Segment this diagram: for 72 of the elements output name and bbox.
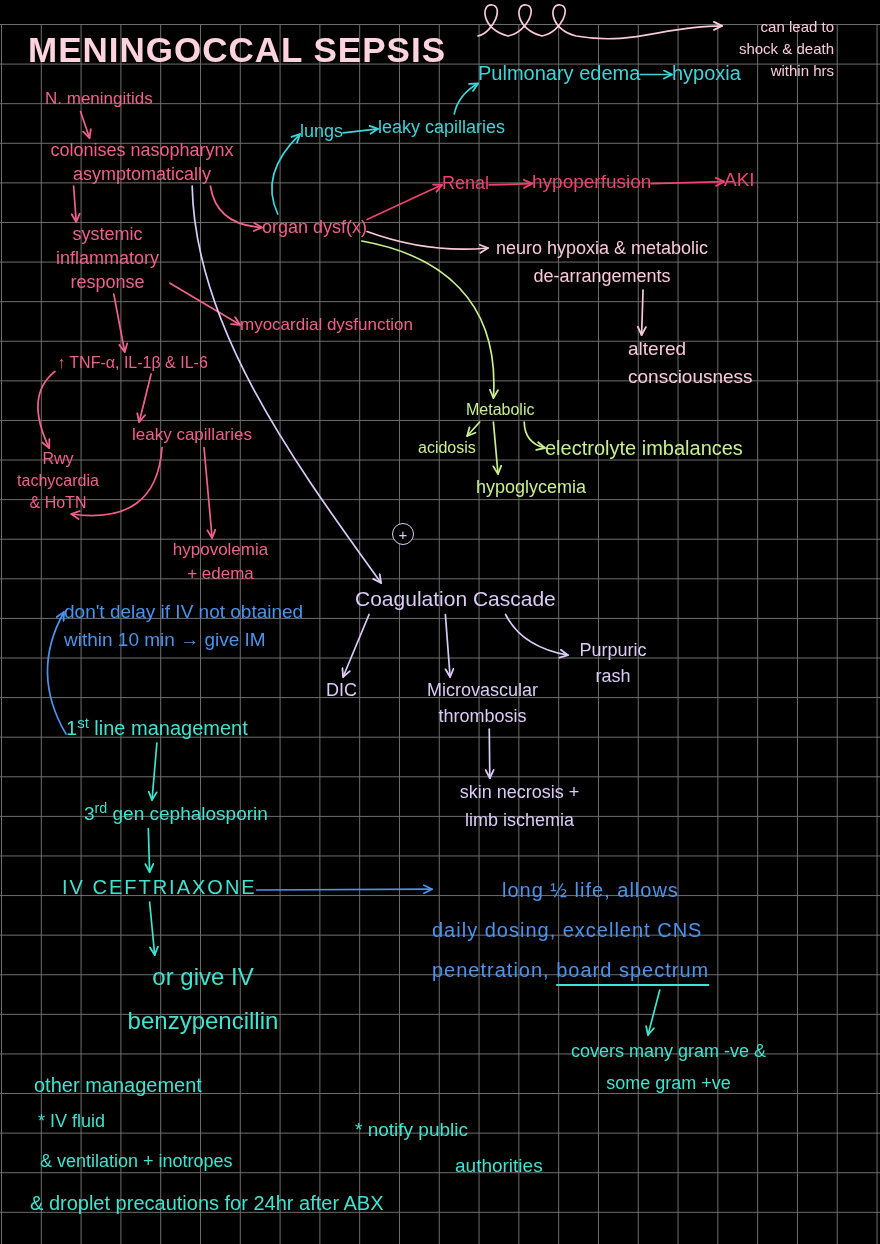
arrow [639,69,673,80]
note-text: Renal [442,170,490,197]
note-text: Purpuric rash [568,637,658,689]
title: MENINGOCCAL SEPSIS [28,29,446,71]
note-text: Metabolic [466,398,535,422]
arrow [444,613,455,678]
arrow [46,611,67,735]
note-text: hypovolemia + edema [168,538,273,586]
note-text: & ventilation + inotropes [40,1150,233,1173]
note-text: Pulmonary edema [478,58,641,88]
edge-label: + [392,523,414,545]
note-text: hypoglycemia [476,474,587,501]
arrow [112,293,129,353]
arrow [169,282,241,326]
squiggle-arrow [477,4,723,40]
note-text: 3$^{rd}$ gen cephalosporin [84,800,268,829]
arrow [148,901,159,956]
arrow [466,421,481,437]
arrow [453,82,479,115]
arrow [504,613,569,659]
arrow [144,827,155,873]
note-text: neuro hypoxia & metabolic de-arrangements [488,234,716,290]
arrow [271,133,301,215]
arrow [523,421,546,451]
arrow [488,179,533,189]
note-text: or give IV benzypencillin [98,955,308,1043]
note-text: IV CEFTRIAXONE [62,872,257,902]
note-text: Microvascular thrombosis [415,677,550,729]
arrow [492,421,503,475]
note-text: hypoperfusion [532,168,652,197]
note-text: don't delay if IV not obtained within 10 min → give IM [64,598,309,654]
note-text: systemic inflammatory response [45,222,170,294]
arrow [70,446,163,520]
note-text: DIC [326,677,357,704]
note-text: covers many gram -ve & some gram +ve [566,1035,771,1099]
note-text: leaky capillaries [132,422,252,448]
arrow [341,613,370,678]
note-text: * notify public authorities [355,1118,544,1178]
arrow [79,110,92,139]
note-text: leaky capillaries [378,114,506,141]
arrow [209,185,263,232]
arrow [366,183,443,221]
arrow [191,185,382,584]
note-text: lungs [300,118,344,145]
arrow [37,370,56,449]
arrow [255,884,433,895]
note-text: N. meningitids [45,86,153,112]
arrow [650,177,725,187]
arrow [147,742,158,801]
arrow [203,446,217,539]
note-text: Rwy tachycardia & HoTN [14,448,102,514]
note-text: other management [34,1073,202,1098]
arrow [484,728,495,779]
note-text: electrolyte imbalances [545,433,743,463]
arrow [636,289,647,336]
note-text: ↑ TNF-α, IL-1β & IL-6 [55,352,210,374]
arrow [70,185,81,223]
note-text: colonises nasopharynx asymptomatically [28,138,256,186]
note-text: 1$^{st}$ line management [66,713,248,743]
note-text: skin necrosis + limb ischemia [452,778,587,834]
note-text: myocardial dysfunction [240,312,413,338]
arrow [360,240,499,399]
note-text: altered consciousness [628,335,798,391]
note-text: long ½ life, allows daily dosing, excellent CNS penetration, board spectrum [432,870,724,990]
note-text: AKI [724,166,755,195]
note-text: organ dysf(x) [262,214,368,241]
arrow [366,230,489,254]
arrow [342,124,379,135]
note-text: acidosis [418,436,476,460]
note-text: * IV fluid [38,1110,106,1133]
note-text: Coagulation Cascade [355,583,556,615]
note-text: & droplet precautions for 24hr after ABX [30,1191,384,1216]
